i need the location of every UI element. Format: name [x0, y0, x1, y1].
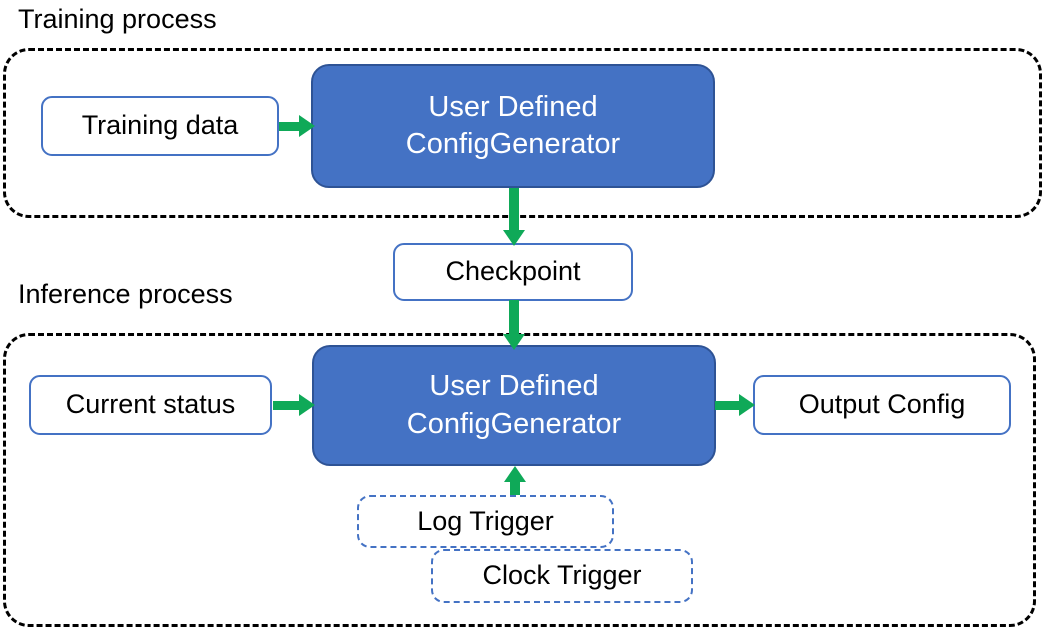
- node-infer-config-generator-line1: User Defined: [429, 370, 599, 403]
- arrow-right-icon-current-status-to-generator: [273, 394, 315, 416]
- arrow-shaft: [273, 401, 301, 410]
- arrow-head: [503, 334, 525, 350]
- node-log-trigger-label: Log Trigger: [417, 505, 554, 536]
- arrow-up-icon-trigger-to-generator: [504, 466, 526, 498]
- node-train-config-generator-label: User Defined ConfigGenerator: [406, 89, 620, 163]
- node-train-config-generator-line2: ConfigGenerator: [405, 128, 621, 160]
- node-train-config-generator-line1: User Defined: [428, 90, 598, 123]
- node-infer-config-generator[interactable]: User Defined ConfigGenerator: [312, 345, 716, 466]
- arrow-shaft: [279, 122, 301, 131]
- arrow-shaft: [509, 188, 519, 232]
- arrow-right-icon-generator-to-output-config: [715, 394, 755, 416]
- node-clock-trigger[interactable]: Clock Trigger: [431, 549, 693, 603]
- node-clock-trigger-label: Clock Trigger: [482, 560, 642, 591]
- node-checkpoint-label: Checkpoint: [445, 256, 581, 287]
- training-process-label: Training process: [18, 4, 217, 34]
- node-output-config-label: Output Config: [798, 389, 966, 420]
- node-infer-config-generator-label: User Defined ConfigGenerator: [407, 368, 621, 442]
- node-current-status-label: Current status: [65, 389, 236, 420]
- arrow-shaft: [509, 300, 519, 336]
- arrow-head: [504, 466, 526, 482]
- arrow-head: [739, 394, 755, 416]
- node-checkpoint[interactable]: Checkpoint: [393, 243, 633, 301]
- arrow-shaft: [510, 480, 520, 498]
- node-training-data[interactable]: Training data: [41, 96, 279, 156]
- arrow-down-icon-checkpoint-to-generator: [503, 300, 525, 350]
- node-log-trigger[interactable]: Log Trigger: [357, 495, 614, 548]
- arrow-right-icon-training-data-to-generator: [279, 115, 315, 137]
- inference-process-label: Inference process: [18, 279, 233, 309]
- arrow-shaft: [715, 401, 741, 410]
- arrow-head: [299, 394, 315, 416]
- node-training-data-label: Training data: [81, 110, 239, 141]
- node-output-config[interactable]: Output Config: [753, 375, 1011, 435]
- training-process-container: [3, 48, 1042, 218]
- node-infer-config-generator-line2: ConfigGenerator: [406, 407, 622, 440]
- node-current-status[interactable]: Current status: [29, 375, 272, 435]
- arrow-down-icon-generator-to-checkpoint: [503, 188, 525, 246]
- node-train-config-generator[interactable]: User Defined ConfigGenerator: [311, 64, 715, 188]
- arrow-head: [503, 230, 525, 246]
- arrow-head: [299, 115, 315, 137]
